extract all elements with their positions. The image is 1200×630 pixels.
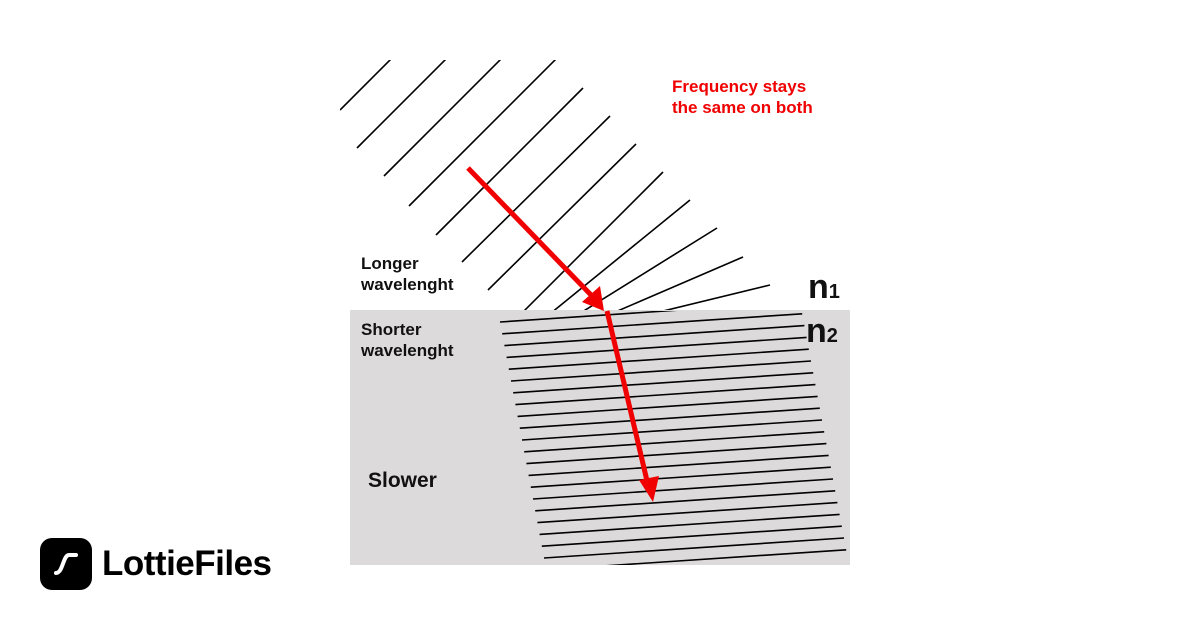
annotation-line-1: Frequency stays	[672, 77, 807, 96]
refracted-wavefront-line	[539, 513, 840, 536]
refracted-wavefront-line	[517, 395, 818, 418]
incident-wavefront-line	[383, 60, 502, 177]
refracted-wavefront-line	[499, 311, 678, 323]
medium1-label-line-2: wavelenght	[361, 275, 454, 294]
incident-wavefront-line	[435, 87, 584, 236]
refracted-wavefront-line	[537, 501, 838, 524]
annotation-line-2: the same on both	[672, 98, 813, 117]
incident-wavefront-line	[461, 115, 611, 263]
speed-label: Slower	[368, 469, 437, 492]
medium2-label: Shorter wavelenght	[361, 319, 454, 361]
refracted-wavefront-line	[528, 454, 829, 477]
incident-ray-arrow	[466, 166, 604, 311]
refracted-wavefront-line	[526, 442, 827, 465]
refracted-ray-arrow	[604, 310, 659, 502]
incident-wavefront-line	[340, 60, 392, 111]
refractive-index-n1: n1	[808, 270, 840, 309]
refracted-wavefront-line	[541, 525, 842, 547]
lottiefiles-logo: LottieFiles	[40, 538, 272, 590]
medium2-label-line-1: Shorter	[361, 320, 422, 339]
refracted-wavefront-line	[515, 383, 816, 406]
refracted-wavefront-line	[519, 407, 820, 429]
refracted-wavefront-line	[502, 313, 803, 335]
refracted-wavefront-line	[543, 537, 845, 559]
incident-wavefront-line	[663, 284, 771, 310]
refracted-wavefront-line	[508, 348, 809, 370]
refracted-wavefront-line	[535, 490, 836, 512]
refracted-wavefront-line	[606, 549, 847, 565]
refracted-wavefront-line	[532, 478, 834, 500]
refracted-wavefronts	[499, 311, 847, 565]
incident-wavefront-line	[487, 143, 637, 291]
refracted-wavefront-line	[521, 419, 823, 441]
refracted-wavefront-line	[513, 372, 814, 394]
index-subscript: 2	[826, 325, 838, 347]
refractive-index-n2: n2	[806, 314, 838, 353]
frequency-annotation: Frequency stays the same on both	[672, 76, 813, 118]
incident-wavefronts	[340, 60, 771, 310]
refracted-wavefront-line	[524, 431, 825, 453]
incident-wavefront-line	[583, 227, 718, 310]
index-subscript: 1	[828, 281, 840, 303]
refracted-wavefront-line	[530, 466, 831, 488]
incident-wavefront-line	[553, 199, 691, 310]
incident-wavefront-line	[617, 256, 744, 310]
incident-wavefront-line	[408, 60, 557, 207]
incident-wavefront-line	[523, 171, 664, 310]
incident-wavefront-line	[356, 60, 447, 149]
refracted-wavefront-line	[510, 360, 812, 382]
index-symbol: n	[806, 312, 827, 350]
medium1-label: Longer wavelenght	[361, 253, 454, 295]
medium2-label-line-2: wavelenght	[361, 341, 454, 360]
refracted-wavefront-line	[504, 324, 805, 347]
refracted-wavefront-line	[506, 336, 807, 359]
lottiefiles-logo-icon	[40, 538, 92, 590]
lottiefiles-logo-text: LottieFiles	[102, 544, 272, 583]
medium1-label-line-1: Longer	[361, 254, 419, 273]
index-symbol: n	[808, 268, 829, 306]
